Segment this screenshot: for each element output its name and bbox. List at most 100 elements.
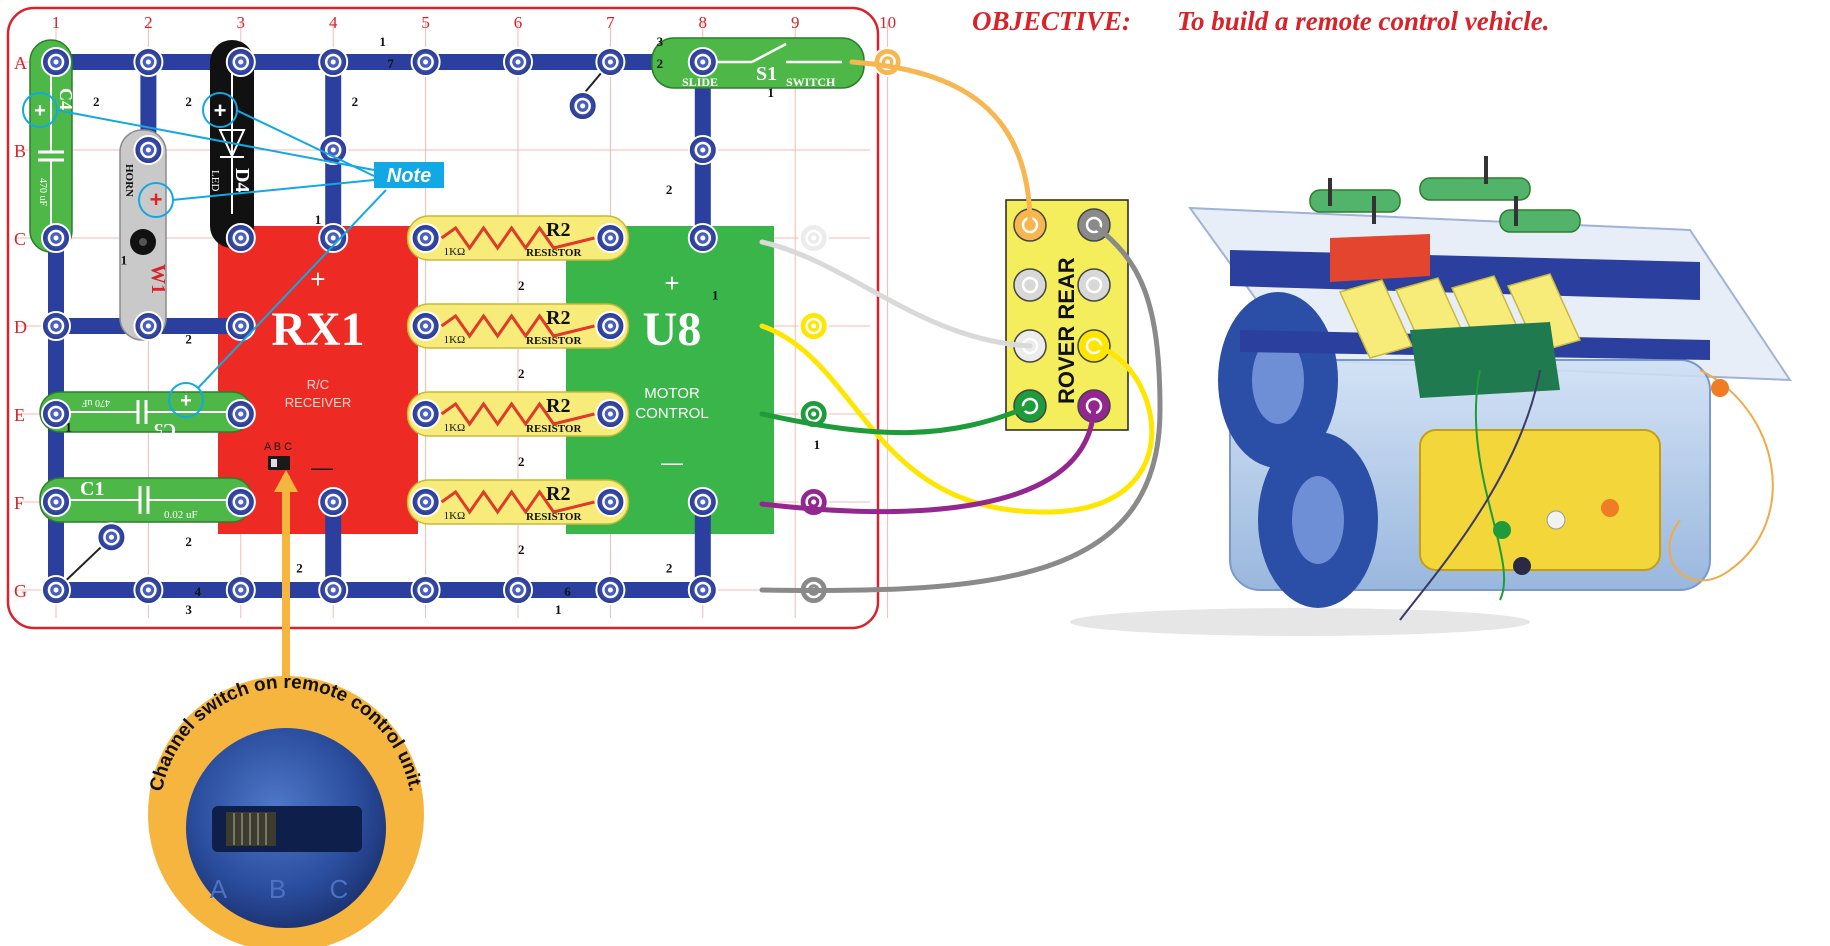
rover-snap-ring [1085,276,1103,294]
yellow-wire[interactable] [759,323,1155,515]
rover-motor-control-module [1410,322,1560,398]
snap-contact[interactable] [41,47,71,77]
row-label: F [14,493,24,513]
snap-length-label: 3 [657,34,664,49]
resistor-value: 1KΩ [444,510,466,522]
snap-contact[interactable] [595,47,626,77]
snap-contact[interactable] [595,311,626,341]
note-leader-3 [171,179,375,201]
row-label: C [14,229,26,249]
resistor-name: R2 [546,307,570,329]
snap-contact[interactable] [133,575,164,605]
snap-length-label: 2 [296,560,303,575]
green-wire[interactable] [759,403,1033,436]
rover-orange-lead [1668,369,1774,582]
c4-name: C4 [56,88,76,110]
snap-length-label: 2 [666,560,673,575]
s1-lever [751,42,787,64]
snap-length-label: 2 [185,534,192,549]
snap-contact[interactable] [798,311,829,341]
snap-contact[interactable] [567,91,598,121]
snap-contact[interactable] [410,575,441,605]
snap-contact[interactable] [503,47,533,77]
rx1-sub2: RECEIVER [285,395,351,410]
orange-wire[interactable] [849,59,1033,228]
resistor-name: R2 [546,219,570,241]
w1-speaker-center [139,238,147,246]
rover-orange-clip [1601,499,1619,517]
c5-capacitor: C5 470 uF [39,391,253,440]
rx1-label: RX1 [271,303,364,356]
snap-contact[interactable] [41,311,71,341]
rover-top-parts [1309,177,1581,233]
snap-length-label: 2 [352,94,359,109]
rover-white-clip [1546,510,1566,530]
rover-wheel-rear-hub [1292,476,1344,564]
snap-contact[interactable] [318,47,349,77]
snap-contact[interactable] [225,575,256,605]
snap-contact[interactable] [318,223,349,253]
snap-contact[interactable] [41,399,71,429]
snap-contact[interactable] [872,47,903,77]
snap-contact[interactable] [410,311,441,341]
rover-dark-lead [1399,369,1541,621]
snap-contact[interactable] [225,311,256,341]
snap-contact[interactable] [687,575,718,605]
snap-contact[interactable] [41,487,71,517]
snap-contact[interactable] [595,223,626,253]
s1-slide-switch[interactable]: SLIDE S1 SWITCH [651,37,865,89]
snap-contact[interactable] [410,223,441,253]
rover-rear-label: ROVER REAR [1054,257,1079,404]
rover-snap[interactable] [1013,268,1047,302]
snap-contact[interactable] [225,399,256,429]
snap-length-label: 2 [518,542,525,557]
snap-contact[interactable] [503,575,533,605]
snap-contact[interactable] [41,223,71,253]
u8-minus: — [661,450,683,475]
rx1-abc-label: A B C [264,441,292,453]
jumper-wires [759,59,1163,594]
snap-contact[interactable] [687,487,718,517]
c4-value: 470 uF [37,178,48,207]
objective-text: To build a remote control vehicle. [1177,6,1550,36]
snap-length-label: 2 [518,366,525,381]
snap-contact[interactable] [687,135,718,165]
snap-contact[interactable] [133,135,164,165]
rover-green-clip [1493,521,1511,539]
rover-wheel-front-hub [1252,336,1304,424]
snap-contact[interactable] [798,223,829,253]
gray-wire[interactable] [759,222,1163,594]
snap-contact[interactable] [41,575,71,605]
snap-contact[interactable] [595,487,626,517]
snap-contact[interactable] [687,223,718,253]
snap-contact[interactable] [318,487,349,517]
rx1-receiver: RX1 + R/C RECEIVER — A B C [218,226,418,534]
row-label: B [14,141,26,161]
snap-contact[interactable] [595,575,626,605]
rover-snap[interactable] [1077,268,1111,302]
d4-name: D4 [231,168,253,192]
resistor-name: R2 [546,483,570,505]
snap-length-label: 1 [121,252,128,267]
snap-contact[interactable] [225,223,256,253]
purple-wire[interactable] [759,403,1097,515]
rx1-body [218,226,418,534]
rover-motor-box [1419,429,1661,571]
snap-contact[interactable] [133,47,164,77]
snap-contact[interactable] [225,47,256,77]
photo-switch-letters: A B C [210,874,366,904]
snap-contact[interactable] [410,47,441,77]
snap-contact[interactable] [318,575,349,605]
snap-contact[interactable] [687,47,718,77]
snap-contact[interactable] [225,487,256,517]
snap-contact[interactable] [410,487,441,517]
white-wire[interactable] [759,239,1033,349]
snap-contact[interactable] [133,311,164,341]
snap-contact[interactable] [410,399,441,429]
snap-contact[interactable] [595,399,626,429]
snap-contact[interactable] [96,522,127,553]
